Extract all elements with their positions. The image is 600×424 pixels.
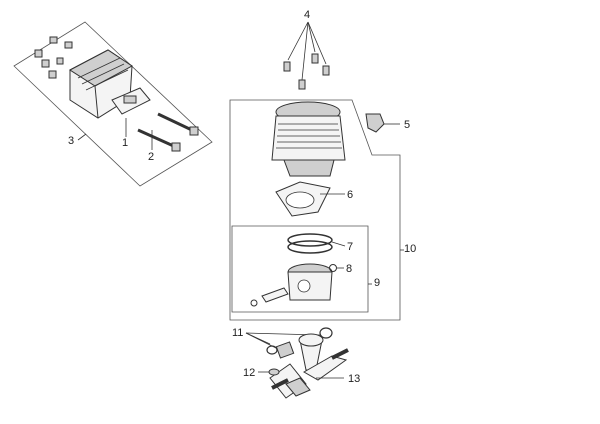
piston-rings (287, 233, 346, 254)
circlip (329, 264, 344, 272)
cylinder-kit-outline (229, 99, 401, 321)
callout-10: 10 (404, 243, 416, 255)
crank-bearings (245, 327, 333, 359)
bolt (311, 53, 319, 64)
callout-13: 13 (348, 373, 360, 385)
woodruff-key (258, 368, 280, 376)
muffler-long-bolts (137, 112, 199, 152)
callout-1: 1 (122, 137, 128, 149)
callout-7: 7 (347, 241, 353, 253)
callout-11: 11 (232, 327, 243, 339)
bolt (298, 79, 306, 90)
callout-9: 9 (374, 277, 380, 289)
piston-pin (261, 287, 289, 303)
callout-12: 12 (243, 367, 255, 379)
callout-6: 6 (347, 189, 353, 201)
piston-group-outline (231, 225, 369, 313)
muffler-group-outline (13, 21, 213, 187)
callout-4: 4 (304, 9, 310, 21)
muffler-small-hardware (34, 36, 73, 79)
muffler-group (13, 21, 213, 187)
muffler-gasket (111, 87, 151, 115)
callout-3: 3 (68, 135, 74, 147)
bolt (283, 61, 291, 72)
piston (287, 263, 333, 301)
crankshaft (269, 333, 349, 399)
spark-plug (365, 113, 400, 133)
cylinder-gasket (275, 181, 345, 217)
callout-2: 2 (148, 151, 154, 163)
cylinder-bolts (283, 21, 330, 90)
callout-5: 5 (404, 119, 410, 131)
cylinder (271, 101, 346, 177)
callout-8: 8 (346, 263, 352, 275)
circlip-small (250, 299, 258, 307)
bolt (322, 65, 330, 76)
